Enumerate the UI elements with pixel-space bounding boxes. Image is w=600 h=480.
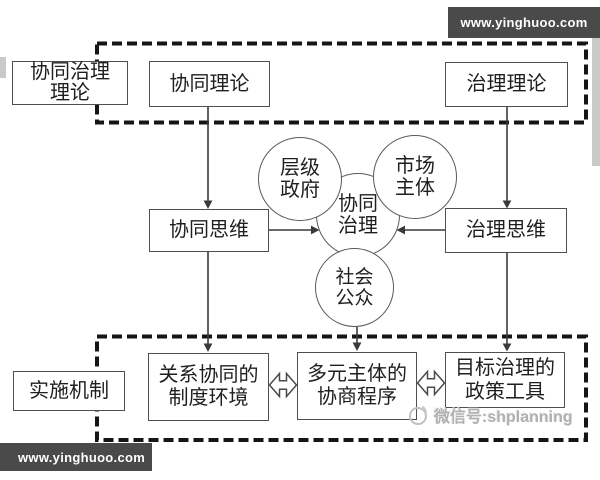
box-consultation-procedure: 多元主体的 协商程序 xyxy=(297,352,417,420)
box-framework-label: 协同治理 理论 xyxy=(12,61,128,105)
wechat-id-text: 微信号:shplanning xyxy=(434,409,573,426)
wechat-watermark: 微信号:shplanning xyxy=(406,403,573,427)
watermark-url-top: www.yinghuoo.com xyxy=(460,15,588,30)
arrowheads-horizontal xyxy=(311,225,405,235)
double-arrow-right xyxy=(416,369,446,397)
double-arrows xyxy=(268,369,446,399)
arrowheads-down xyxy=(203,200,512,352)
vertical-connectors xyxy=(207,107,508,344)
wechat-logo-icon xyxy=(409,406,427,425)
watermark-url-bottom: www.yinghuoo.com xyxy=(18,449,146,465)
watermark-bar-top-right: www.yinghuoo.com xyxy=(448,7,600,38)
box-policy-tools: 目标治理的 政策工具 xyxy=(445,352,565,408)
box-governance-thinking: 治理思维 xyxy=(445,208,567,253)
box-synergy-thinking: 协同思维 xyxy=(149,209,269,252)
box-synergy-theory: 协同理论 xyxy=(149,61,270,107)
box-mechanism-label: 实施机制 xyxy=(13,371,125,411)
edge-artifact-right xyxy=(592,38,600,166)
circle-market-entities: 市场 主体 xyxy=(373,135,457,219)
box-institutional-env: 关系协同的 制度环境 xyxy=(148,353,269,421)
double-arrow-left xyxy=(268,371,298,399)
circle-hierarchical-government: 层级 政府 xyxy=(258,137,342,221)
box-governance-theory: 治理理论 xyxy=(445,62,568,107)
circle-social-public: 社会 公众 xyxy=(315,248,394,327)
edge-artifact-left xyxy=(0,57,6,78)
watermark-bar-bottom-left: www.yinghuoo.com xyxy=(0,443,152,471)
